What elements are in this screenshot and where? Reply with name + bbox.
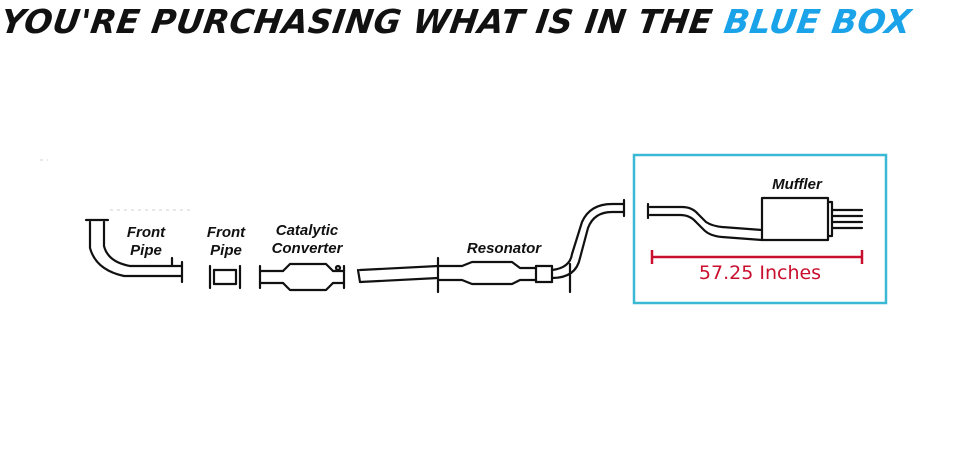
front-pipe-1-label-line-2: Pipe: [130, 242, 162, 259]
resonator-label: Resonator: [466, 240, 542, 257]
measurement-line: [650, 250, 864, 264]
catalytic-converter-part: [258, 262, 346, 292]
front-pipe-1-part: [84, 218, 184, 284]
measurement-text: 57.25 Inches: [698, 262, 822, 284]
catalytic-converter-label-line-2: Converter: [271, 240, 343, 257]
resonator-part: [356, 198, 626, 294]
front-pipe-2-part: [208, 264, 242, 290]
muffler-label: Muffler: [772, 176, 822, 193]
front-pipe-1-label: Front Pipe: [118, 224, 174, 260]
blue-box: [632, 153, 888, 305]
front-pipe-2-label-line-1: Front: [206, 224, 246, 241]
front-pipe-1-label-line-1: Front: [126, 224, 166, 241]
front-pipe-2-label-line-2: Pipe: [210, 242, 242, 259]
front-pipe-2-label: Front Pipe: [198, 224, 254, 260]
catalytic-converter-label: Catalytic Converter: [262, 222, 352, 258]
catalytic-converter-label-line-1: Catalytic: [275, 222, 339, 239]
muffler-part: [646, 196, 864, 242]
